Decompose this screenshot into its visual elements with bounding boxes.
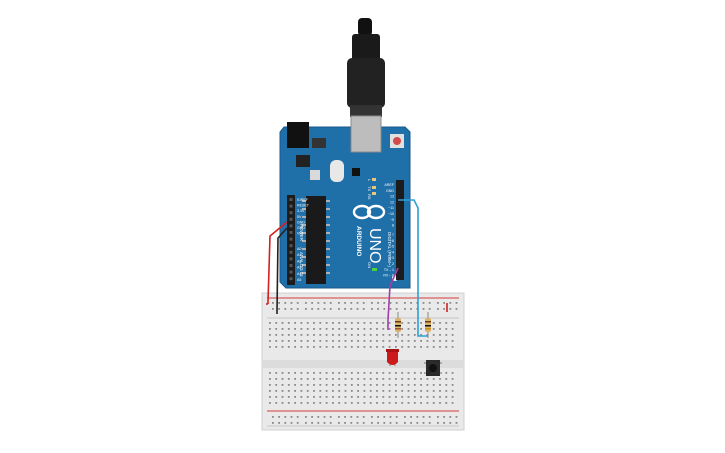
- led-label-rx: RX: [367, 194, 372, 200]
- power-pin-label-2: 3.3V: [297, 209, 305, 213]
- power-pin-label-1: RESET: [297, 204, 310, 208]
- led-label-on: ON: [367, 262, 372, 268]
- rx-led: [372, 192, 376, 195]
- digital-pin-label-bottom-3: 4: [392, 250, 394, 254]
- usb-cable: [347, 18, 385, 141]
- digital-pin-label-bottom-2: ~5: [390, 245, 394, 249]
- power-pin-label-3: 5V: [297, 215, 302, 219]
- digital-pin-label-bottom-7: RX←0: [383, 274, 394, 278]
- digital-header-label: DIGITAL (PWM~): [387, 232, 392, 267]
- power-pin-label-6: VIN: [297, 232, 303, 236]
- digital-pin-label-top-3: 12: [390, 200, 394, 204]
- analog-pin-label-5: A5: [297, 278, 301, 282]
- digital-pin-label-bottom-5: 2: [392, 262, 394, 266]
- analog-pin-label-0: A0: [297, 247, 301, 251]
- digital-pin-label-top-5: ~10: [388, 212, 394, 216]
- on-led: [372, 268, 377, 271]
- board-model: UNO: [366, 228, 383, 264]
- digital-pin-label-bottom-4: ~3: [390, 256, 394, 260]
- power-pin-label-4: GND: [297, 220, 305, 224]
- arduino-uno-board[interactable]: ARDUINO UNO POWER ANALOG IN DIGITAL (PWM…: [279, 115, 411, 289]
- power-pin-label-0: IOREF: [297, 198, 309, 202]
- analog-header-label: ANALOG IN: [299, 252, 304, 277]
- resistor-led[interactable]: [395, 312, 401, 338]
- atmega-chip: [306, 196, 326, 284]
- analog-pin-label-2: A2: [297, 259, 301, 263]
- usb-port: [350, 115, 382, 153]
- digital-pin-label-bottom-1: ~6: [390, 239, 394, 243]
- digital-pin-label-top-2: 13: [390, 195, 394, 199]
- resistor-button[interactable]: [425, 312, 431, 338]
- digital-pin-label-bottom-0: 7: [392, 233, 394, 237]
- digital-pin-label-bottom-6: TX→1: [384, 268, 394, 272]
- dc-jack: [287, 122, 309, 148]
- wire-cyan-button: [398, 199, 428, 337]
- digital-pin-label-top-0: AREF: [384, 183, 394, 187]
- digital-pin-label-top-4: ~11: [388, 206, 394, 210]
- led-label-tx: TX: [367, 186, 372, 191]
- digital-pin-label-top-6: ~9: [390, 218, 394, 222]
- analog-pin-label-1: A1: [297, 253, 301, 257]
- wire-black-gnd: [276, 227, 288, 314]
- analog-pin-label-3: A3: [297, 266, 301, 270]
- pushbutton[interactable]: [424, 360, 442, 376]
- power-pin-label-5: GND: [297, 226, 305, 230]
- tx-led: [372, 186, 376, 189]
- led-label-l: L: [367, 179, 372, 182]
- digital-pin-label-top-1: GND: [386, 189, 394, 193]
- red-led[interactable]: [386, 349, 399, 366]
- power-header-label: POWER: [299, 224, 304, 242]
- wire-red-5v: [267, 221, 288, 304]
- digital-header: [396, 180, 404, 280]
- l-led: [372, 178, 376, 181]
- arduino-logo: [352, 204, 386, 220]
- board-brand: ARDUINO: [355, 226, 362, 256]
- digital-pin-label-top-7: 8: [392, 224, 394, 228]
- wire-purple-led: [387, 267, 399, 330]
- analog-pin-label-4: A4: [297, 272, 301, 276]
